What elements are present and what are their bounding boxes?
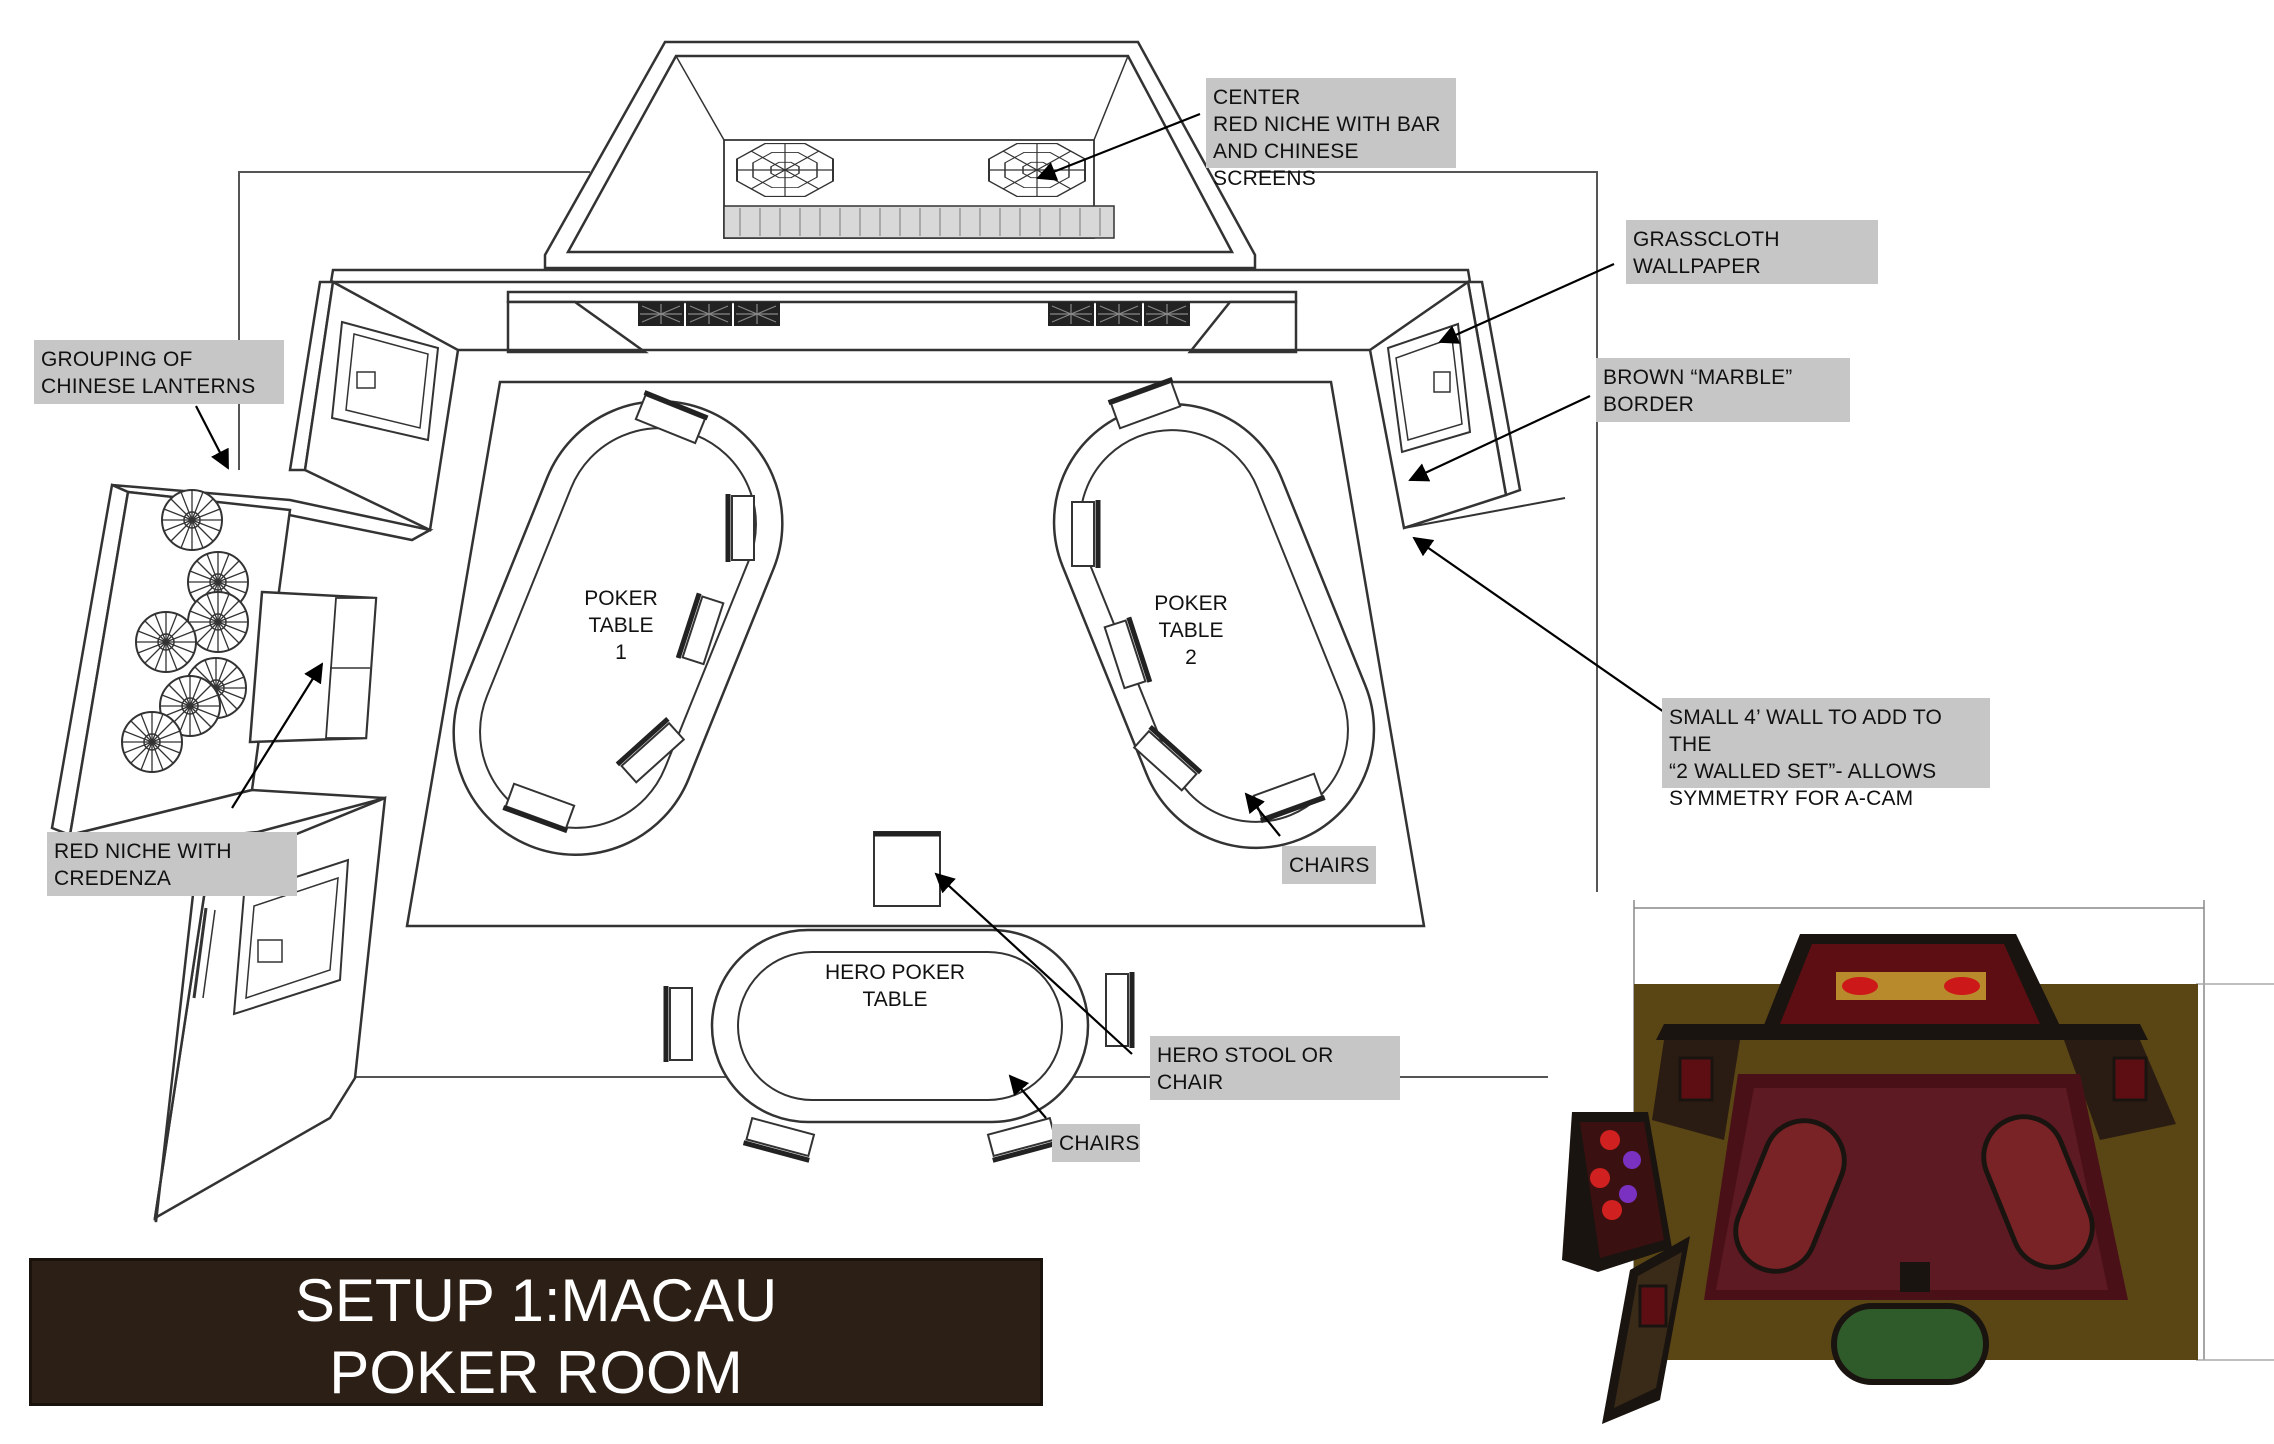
table-1-chairs xyxy=(502,390,755,834)
poker-table-2 xyxy=(1052,402,1376,850)
callout-grasscloth: GRASSCLOTH WALLPAPER xyxy=(1626,220,1878,284)
table-1-label: POKER TABLE 1 xyxy=(584,587,658,664)
lower-left-wall xyxy=(153,796,387,1223)
setup-title-line2: POKER ROOM xyxy=(329,1339,743,1406)
setup-title-box: SETUP 1:MACAU POKER ROOM xyxy=(29,1258,1043,1406)
bar-counter xyxy=(723,205,1115,239)
right-side-wall xyxy=(1368,279,1566,530)
callout-lanterns: GROUPING OF CHINESE LANTERNS xyxy=(34,340,284,404)
callout-chairs-right: CHAIRS xyxy=(1282,846,1376,884)
table-2-chairs xyxy=(1071,376,1326,824)
callout-chairs-bottom: CHAIRS xyxy=(1052,1124,1140,1162)
hero-stool xyxy=(873,831,941,907)
hero-table-chairs xyxy=(663,972,1135,1163)
color-render-preview xyxy=(1562,900,2274,1424)
hero-poker-table xyxy=(710,928,1090,1124)
octagonal-lantern-left xyxy=(736,142,834,198)
table-2-label: POKER TABLE 2 xyxy=(1154,592,1228,669)
poker-table-1 xyxy=(452,399,784,857)
callout-marble-border: BROWN “MARBLE” BORDER xyxy=(1596,358,1850,422)
octagonal-lantern-right xyxy=(988,142,1086,198)
setup-title-line1: SETUP 1:MACAU xyxy=(294,1267,778,1334)
callout-hero-stool: HERO STOOL OR CHAIR xyxy=(1150,1036,1400,1100)
left-side-wall xyxy=(288,280,460,532)
callout-credenza: RED NICHE WITH CREDENZA xyxy=(47,832,297,896)
chinese-screens-left xyxy=(637,301,781,327)
hero-table-label: HERO POKER TABLE xyxy=(824,961,966,1011)
back-wall xyxy=(329,268,1472,354)
callout-center-niche: CENTER RED NICHE WITH BAR AND CHINESE SC… xyxy=(1206,78,1456,190)
callout-arrows xyxy=(195,112,1665,1119)
chinese-screens-right xyxy=(1047,301,1191,327)
callout-small-wall: SMALL 4’ WALL TO ADD TO THE “2 WALLED SE… xyxy=(1662,698,1990,810)
